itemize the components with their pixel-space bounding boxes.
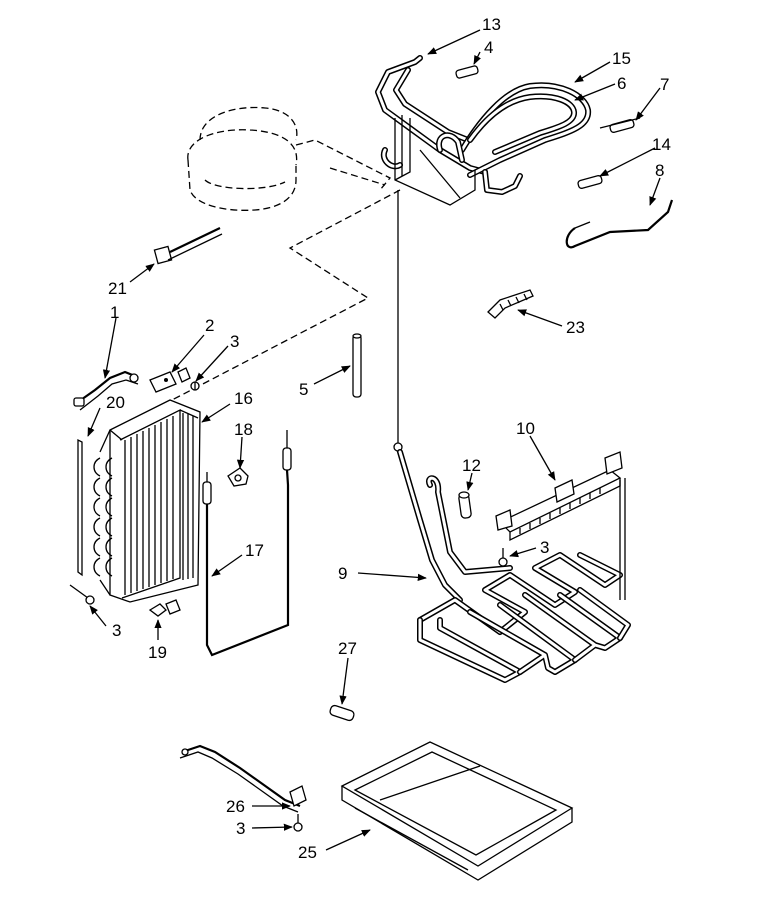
wire-loop-part-17 <box>202 430 292 657</box>
drain-heater-part-9 <box>397 449 631 683</box>
screw-part-3-left <box>69 584 95 605</box>
screw-part-3-top <box>190 381 200 391</box>
callout-3-top: 3 <box>230 332 239 351</box>
callout-16: 16 <box>234 389 253 408</box>
cable-tie-part-21 <box>153 227 223 265</box>
callout-9: 9 <box>338 564 347 583</box>
callout-1: 1 <box>110 303 119 322</box>
condenser-fins <box>124 413 194 595</box>
wire-part-8 <box>565 199 674 249</box>
callout-7: 7 <box>660 75 669 94</box>
rod-part-5 <box>352 333 362 398</box>
fitting-part-14 <box>577 175 603 189</box>
bracket-part-10 <box>495 451 623 542</box>
callout-25: 25 <box>298 843 317 862</box>
callout-15: 15 <box>612 49 631 68</box>
callout-2: 2 <box>205 316 214 335</box>
sleeve-part-27 <box>329 704 355 722</box>
wiring-dashed-line <box>171 167 401 401</box>
screw-part-3-bottom <box>293 814 303 832</box>
plug-part-12 <box>458 491 472 519</box>
compressor-outline <box>187 106 392 211</box>
callout-13: 13 <box>482 15 501 34</box>
callout-5: 5 <box>299 380 308 399</box>
callout-14: 14 <box>652 135 671 154</box>
fitting-part-7 <box>609 119 635 133</box>
callout-19: 19 <box>148 643 167 662</box>
callout-26: 26 <box>226 797 245 816</box>
callout-labels: 13 4 15 6 7 14 8 21 23 1 2 3 5 20 16 18 … <box>106 15 671 862</box>
screw-part-3-right <box>498 548 508 567</box>
callout-8: 8 <box>655 161 664 180</box>
fitting-part-4 <box>455 65 479 79</box>
tubing-assembly <box>375 55 592 206</box>
callout-3-bottom: 3 <box>236 819 245 838</box>
bracket-part-26 <box>179 744 307 813</box>
callout-6: 6 <box>617 74 626 93</box>
clip-part-18 <box>227 467 249 487</box>
bracket-rod-part-20 <box>77 438 83 577</box>
callout-27: 27 <box>338 639 357 658</box>
bracket-part-2 <box>149 367 191 393</box>
condenser-coil <box>93 399 201 603</box>
callout-21: 21 <box>108 279 127 298</box>
callout-17: 17 <box>245 541 264 560</box>
clip-part-19 <box>148 599 181 617</box>
coil-bends <box>93 429 113 596</box>
callout-3-right: 3 <box>540 538 549 557</box>
callout-12: 12 <box>462 456 481 475</box>
cable-tie-part-23 <box>487 289 534 319</box>
fitting-bar-6 <box>599 117 641 129</box>
leader-lines <box>87 29 661 851</box>
callout-10: 10 <box>516 419 535 438</box>
callout-3-left: 3 <box>112 621 121 640</box>
callout-4: 4 <box>484 38 493 57</box>
callout-18: 18 <box>234 420 253 439</box>
drain-pan-part-25 <box>340 741 574 881</box>
callout-23: 23 <box>566 318 585 337</box>
callout-20: 20 <box>106 393 125 412</box>
